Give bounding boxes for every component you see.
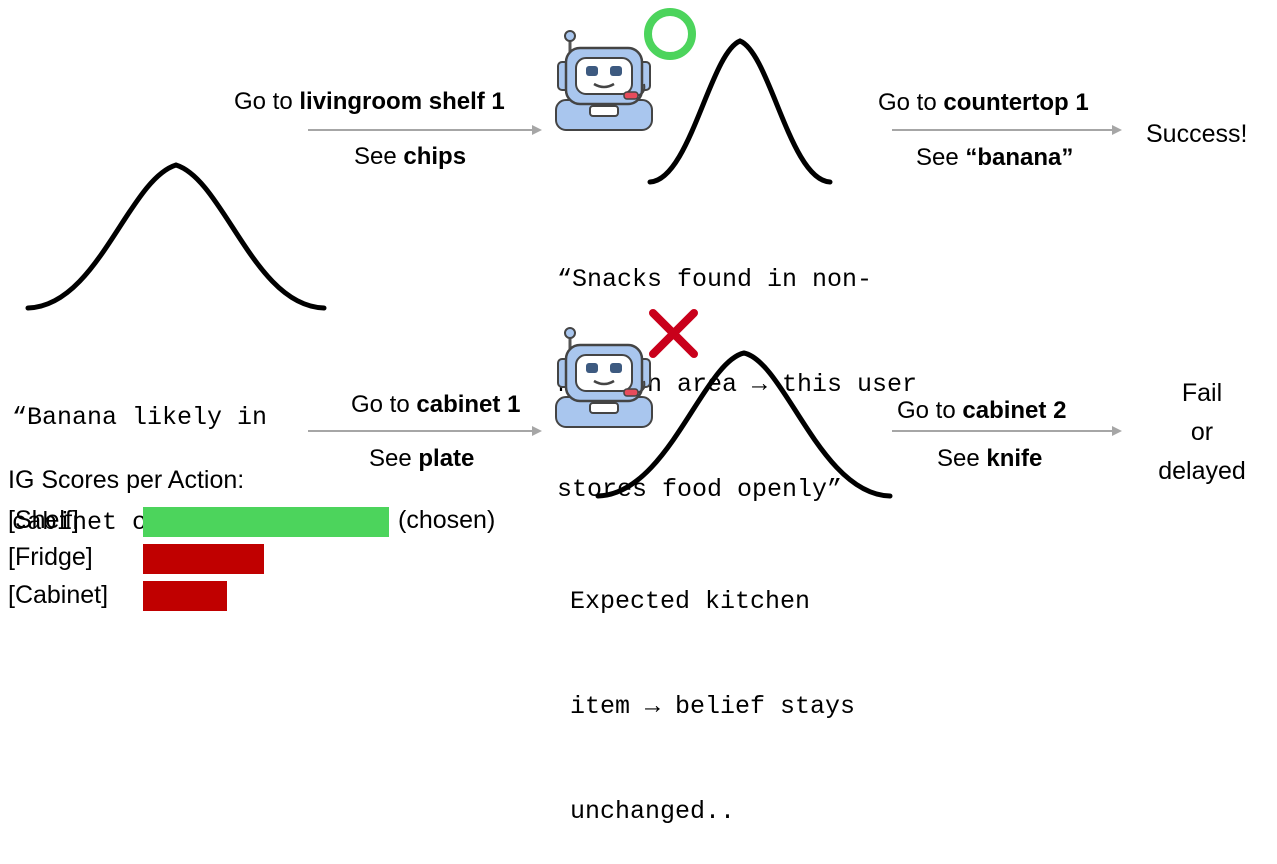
top-arrow1	[308, 125, 542, 135]
fail-cross-icon	[649, 309, 698, 358]
prior-quote-line: “Banana likely in	[12, 403, 268, 432]
ig-bar-label: [Fridge]	[8, 543, 93, 571]
top-observe2-label: See “banana”	[916, 144, 1074, 171]
ig-bar-cabinet	[143, 581, 227, 611]
bottom-quote-line: Expected kitchen	[570, 587, 811, 616]
ig-bar-label: [Shelf]	[8, 506, 79, 534]
top-action1-label: Go to livingroom shelf 1	[234, 88, 505, 115]
ig-bar-note: (chosen)	[398, 506, 496, 534]
ig-bar-label: [Cabinet]	[8, 581, 109, 609]
bottom-observe1-label: See plate	[369, 445, 475, 472]
top-outcome-text: Success!	[1146, 120, 1248, 148]
top-action2-label: Go to countertop 1	[878, 89, 1089, 116]
prior-belief-quote: “Banana likely in cabinet or fridge.”	[12, 330, 297, 575]
bottom-posterior-curve	[595, 350, 893, 499]
robot-icon	[555, 327, 653, 428]
top-quote-line: stores food openly”	[557, 475, 843, 504]
success-circle-icon	[644, 8, 696, 60]
bottom-action2-label: Go to cabinet 2	[897, 397, 1067, 424]
bottom-action1-label: Go to cabinet 1	[351, 391, 521, 418]
robot-icon	[555, 30, 653, 131]
top-observe1-label: See chips	[354, 143, 467, 170]
bottom-observe2-label: See knife	[937, 445, 1043, 472]
ig-scores-title: IG Scores per Action:	[8, 466, 245, 494]
bottom-arrow2	[892, 426, 1122, 436]
ig-bar-fridge	[143, 544, 264, 574]
bottom-quote-line: item → belief stays	[570, 692, 856, 721]
ig-bar-shelf	[143, 507, 389, 537]
top-quote-line: “Snacks found in non-	[557, 265, 873, 294]
top-arrow2	[892, 125, 1122, 135]
bottom-quote-line: unchanged..	[570, 797, 736, 826]
prior-belief-curve	[25, 162, 327, 311]
bottom-arrow1	[308, 426, 542, 436]
bottom-posterior-quote: Expected kitchen item → belief stays unc…	[570, 514, 855, 864]
bottom-outcome-text: Fail or delayed	[1158, 379, 1246, 485]
top-posterior-curve	[647, 38, 833, 185]
